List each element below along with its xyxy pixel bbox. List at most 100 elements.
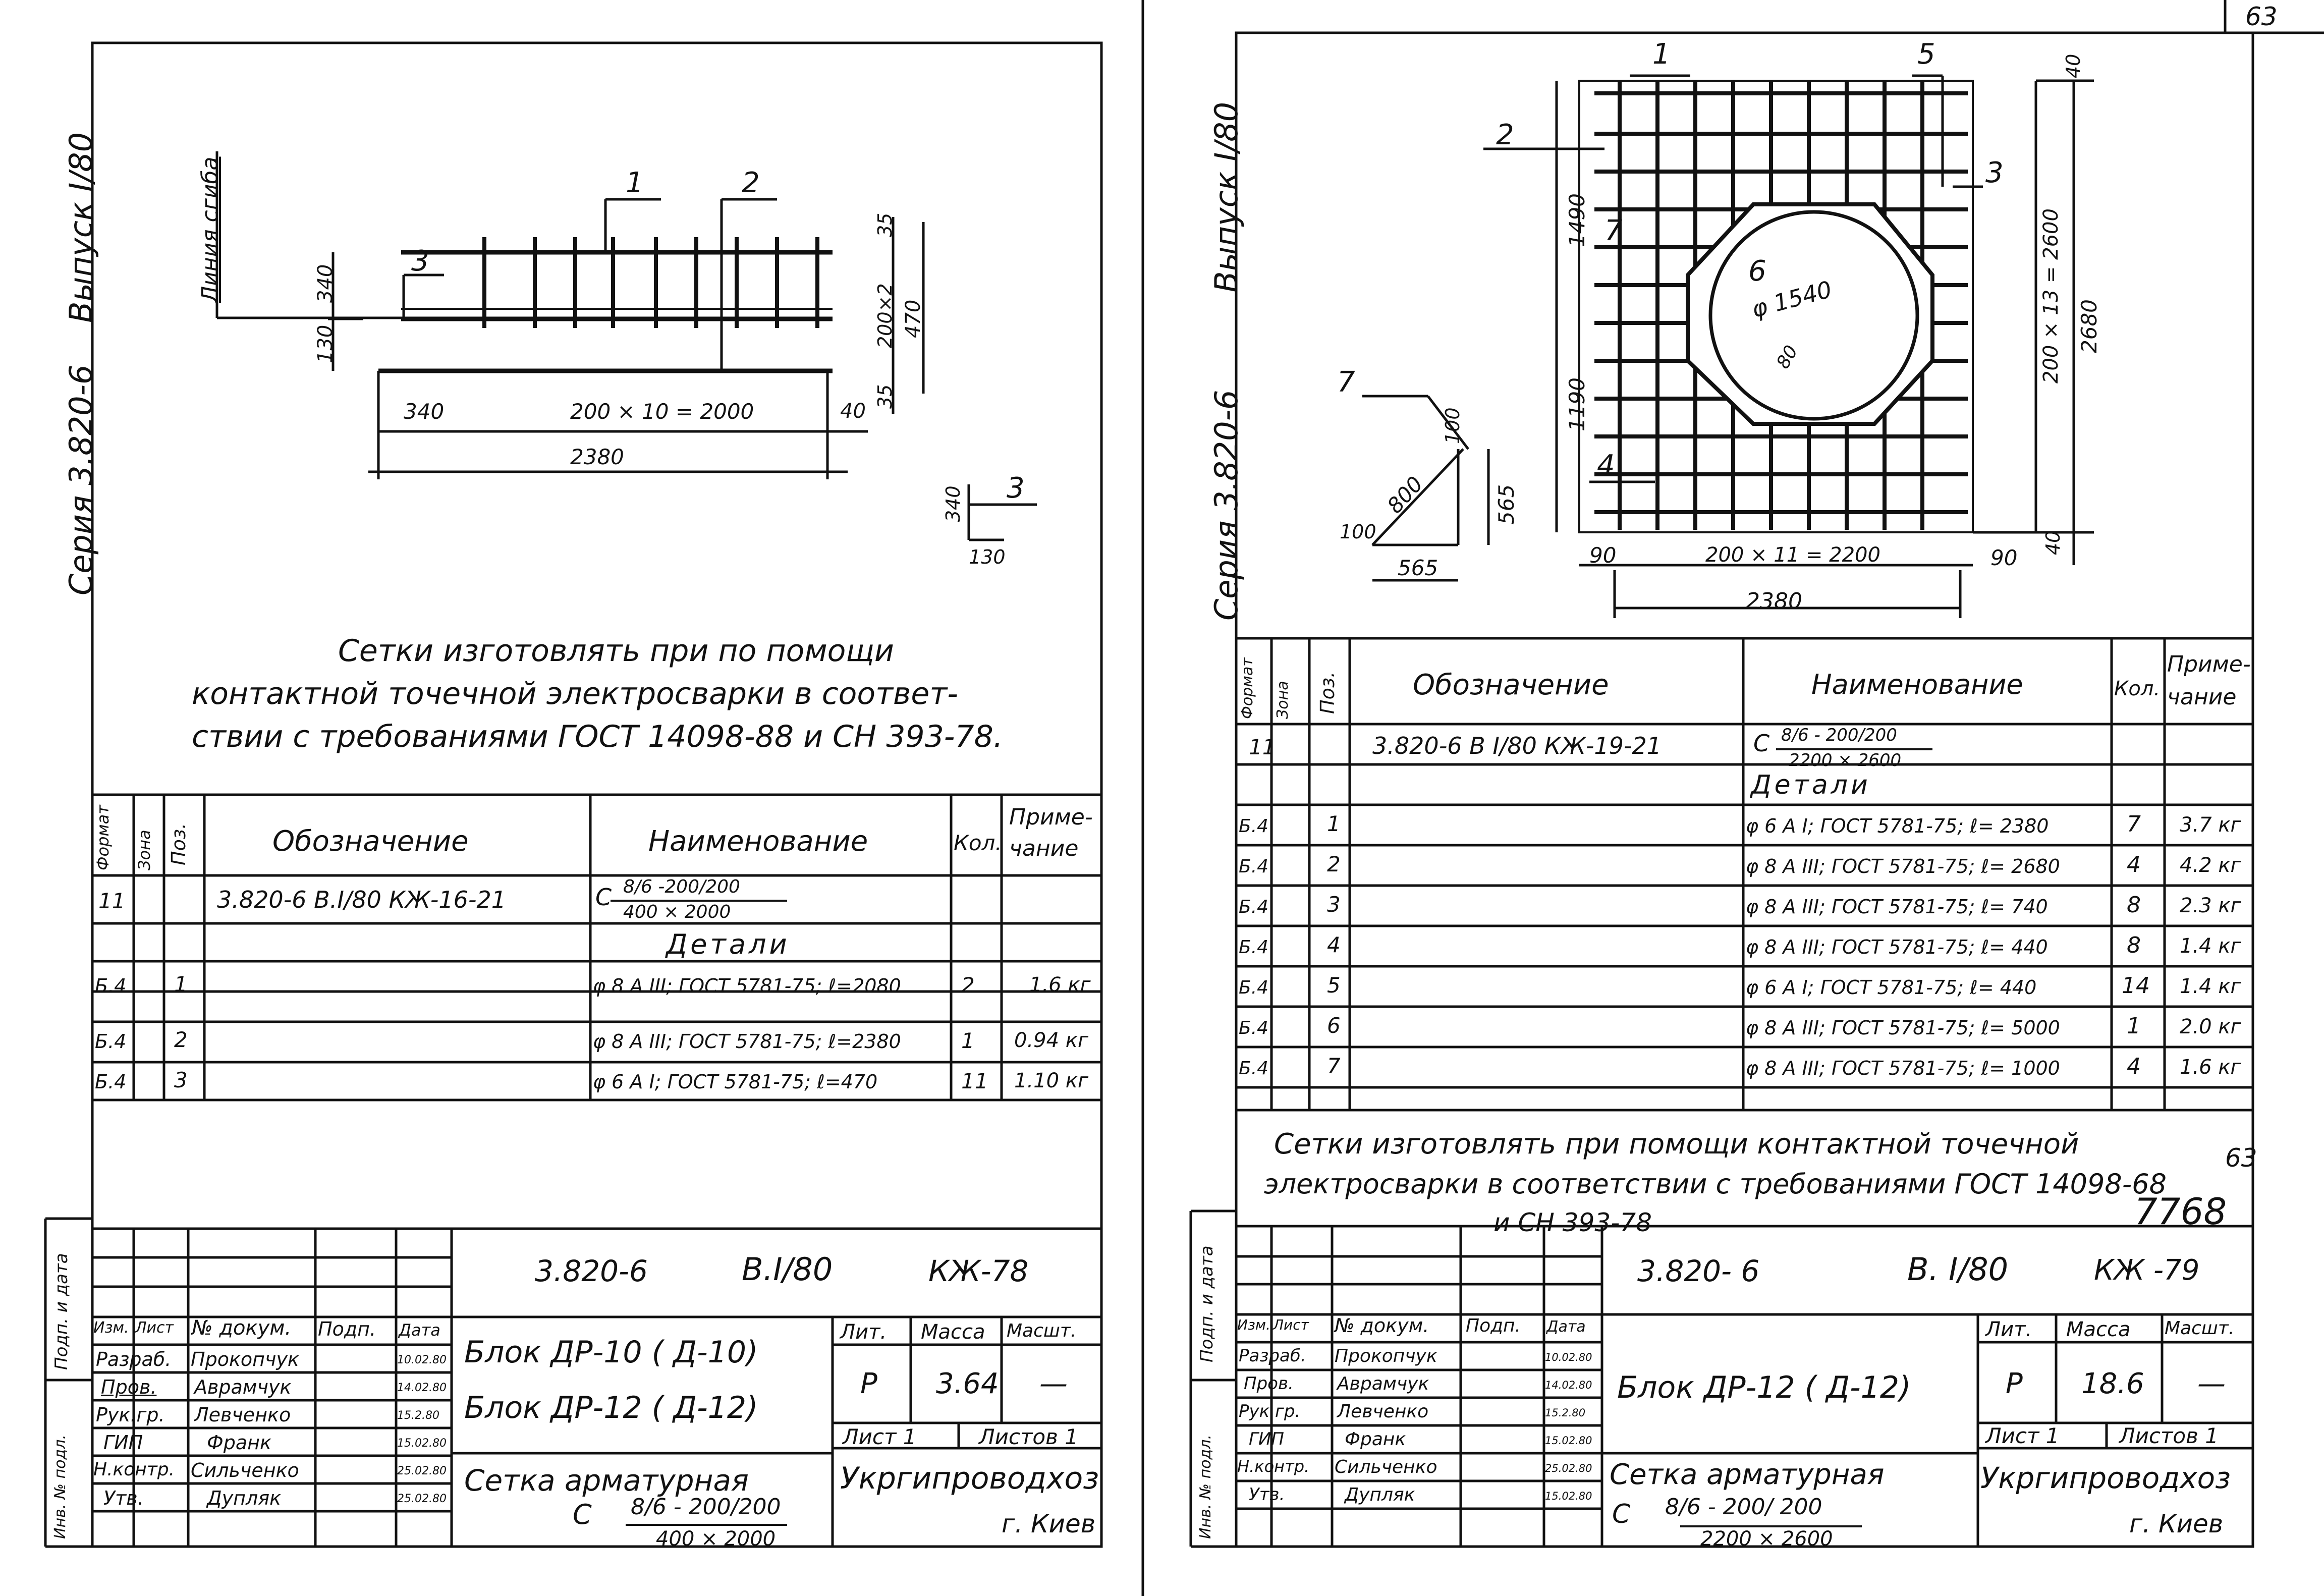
dim-340-left: 340 bbox=[314, 264, 337, 303]
row-format: Б.4 bbox=[1239, 937, 1269, 958]
role-developer: Разраб. bbox=[96, 1348, 172, 1370]
row-qty: 7 bbox=[2127, 811, 2141, 837]
city: г. Киев bbox=[2129, 1509, 2224, 1538]
row-qty: 8 bbox=[2127, 932, 2141, 958]
assembly-name-numerator: 8/6 -200/200 bbox=[623, 876, 740, 897]
date-approver: 15.02.80 bbox=[1545, 1490, 1592, 1502]
row-name: φ 8 А III; ГОСТ 5781-75; ℓ= 2680 bbox=[1746, 855, 2060, 877]
row-format: Б.4 bbox=[1239, 816, 1269, 837]
row-qty: 1 bbox=[961, 1028, 975, 1053]
assembly-name-prefix: С bbox=[1753, 730, 1770, 757]
note-line-2: контактной точечной электросварки в соот… bbox=[192, 676, 958, 711]
row-note: 2.3 кг bbox=[2180, 894, 2241, 917]
name-chief-engineer: Франк bbox=[1345, 1429, 1406, 1450]
role-approver: Утв. bbox=[103, 1487, 144, 1509]
spec-header-pos: Поз. bbox=[168, 822, 190, 865]
row-pos: 3 bbox=[174, 1068, 188, 1092]
dim-90-right: 90 bbox=[1990, 545, 2018, 570]
assembly-name-denominator: 2200 × 2600 bbox=[1789, 750, 1902, 771]
name-checker: Аврамчук bbox=[1337, 1373, 1429, 1394]
dim-40-top: 40 bbox=[2062, 53, 2084, 78]
dim-vertical: 200 × 13 = 2600 bbox=[2039, 208, 2063, 383]
position-1-label: 1 bbox=[1652, 38, 1671, 71]
bend-line-label: Линия сгиба bbox=[197, 156, 223, 303]
date-group-lead: 15.2.80 bbox=[1545, 1407, 1586, 1419]
page-number: 63 bbox=[2245, 2, 2278, 31]
row-qty: 1 bbox=[2127, 1013, 2141, 1039]
date-norm-control: 25.02.80 bbox=[397, 1465, 447, 1477]
name-group-lead: Левченко bbox=[194, 1404, 291, 1426]
row-note: 1.10 кг bbox=[1014, 1069, 1088, 1092]
assembly-format: 11 bbox=[98, 889, 126, 913]
spec-header-name: Наименование bbox=[1811, 669, 2023, 700]
side-label-sign-date: Подп. и дата bbox=[1197, 1245, 1217, 1362]
position-3-label: 3 bbox=[1985, 156, 2004, 189]
dim-2380: 2380 bbox=[570, 445, 624, 469]
rev-header-signature: Подп. bbox=[318, 1318, 376, 1340]
rev-header-change: Изм. bbox=[93, 1319, 129, 1337]
side-label-sign-date: Подп. и дата bbox=[51, 1253, 72, 1370]
dim-1490: 1490 bbox=[1565, 193, 1589, 247]
dim-1190: 1190 bbox=[1565, 377, 1589, 431]
product-numerator: 8/6 - 200/ 200 bbox=[1665, 1494, 1822, 1520]
mass-value: 3.64 bbox=[936, 1367, 999, 1400]
rev-header-date: Дата bbox=[1546, 1318, 1586, 1336]
role-group-lead: Рук.гр. bbox=[96, 1404, 165, 1426]
row-pos: 2 bbox=[1327, 852, 1341, 876]
role-developer: Разраб. bbox=[1239, 1346, 1306, 1366]
spec-header-designation: Обозначение bbox=[272, 825, 469, 858]
product-numerator: 8/6 - 200/200 bbox=[631, 1494, 781, 1520]
row-qty: 8 bbox=[2127, 892, 2141, 918]
note-line-3: и СН 393-78 bbox=[1493, 1208, 1652, 1237]
code-left: 3.820- 6 bbox=[1637, 1254, 1760, 1288]
date-checker: 14.02.80 bbox=[397, 1382, 447, 1394]
title-line-1: Блок ДР-12 ( Д-12) bbox=[1617, 1370, 1911, 1405]
position-3-label: 3 bbox=[411, 245, 429, 278]
bent-bar-100-left: 100 bbox=[1340, 521, 1376, 543]
row-qty: 14 bbox=[2122, 973, 2150, 999]
scale-label: Масшт. bbox=[1007, 1320, 1077, 1341]
date-group-lead: 15.2.80 bbox=[397, 1409, 439, 1422]
scale-value: — bbox=[2197, 1367, 2226, 1400]
note-line-1: Сетки изготовлять при по помощи bbox=[338, 633, 894, 669]
spec-section-details: Детали bbox=[666, 928, 790, 960]
row-name: φ 8 А III; ГОСТ 5781-75; ℓ= 5000 bbox=[1746, 1017, 2060, 1039]
detail-dim-340: 340 bbox=[942, 485, 964, 522]
dim-40: 40 bbox=[840, 400, 866, 423]
role-checker: Пров. bbox=[1244, 1373, 1294, 1394]
code-right: КЖ -79 bbox=[2094, 1254, 2200, 1287]
dim-40-bottom: 40 bbox=[2042, 530, 2064, 555]
rev-header-sheet: Лист bbox=[1273, 1316, 1309, 1333]
detail-dim-130: 130 bbox=[969, 546, 1006, 568]
row-qty: 4 bbox=[2127, 852, 2141, 877]
product-line: Сетка арматурная bbox=[464, 1463, 749, 1498]
row-pos: 3 bbox=[1327, 892, 1341, 917]
dim-2680: 2680 bbox=[2077, 299, 2101, 353]
organization: Укргипроводхоз bbox=[840, 1461, 1099, 1496]
row-pos: 1 bbox=[174, 972, 188, 997]
assembly-name-prefix: С bbox=[595, 884, 612, 911]
title-line-1: Блок ДР-10 ( Д-10) bbox=[464, 1335, 758, 1370]
stage-label: Лит. bbox=[840, 1320, 887, 1344]
name-chief-engineer: Франк bbox=[207, 1432, 271, 1454]
date-approver: 25.02.80 bbox=[397, 1493, 447, 1505]
code-left: 3.820-6 bbox=[535, 1254, 648, 1288]
date-chief-engineer: 15.02.80 bbox=[397, 1437, 447, 1450]
position-7-label: 7 bbox=[1604, 214, 1623, 247]
row-format: Б.4 bbox=[1239, 897, 1269, 917]
row-note: 1.6 кг bbox=[1029, 973, 1091, 997]
bent-bar-position-7: 7 bbox=[1337, 366, 1355, 399]
note-line-3: ствии с требованиями ГОСТ 14098-88 и СН … bbox=[192, 719, 1003, 754]
sheet-label: Лист 1 bbox=[843, 1424, 917, 1449]
name-norm-control: Сильченко bbox=[1335, 1457, 1437, 1477]
position-1-label: 1 bbox=[626, 167, 644, 199]
spec-header-note-top: Приме- bbox=[1009, 804, 1093, 830]
city: г. Киев bbox=[1002, 1509, 1096, 1538]
date-norm-control: 25.02.80 bbox=[1545, 1462, 1592, 1474]
row-name: φ 6 А I; ГОСТ 5781-75; ℓ= 440 bbox=[1746, 976, 2037, 999]
spec-header-format: Формат bbox=[93, 805, 113, 870]
spec-header-name: Наименование bbox=[648, 825, 868, 858]
row-qty: 4 bbox=[2127, 1054, 2141, 1079]
spec-header-zone: Зона bbox=[135, 830, 154, 870]
row-note: 1.4 кг bbox=[2180, 934, 2241, 958]
